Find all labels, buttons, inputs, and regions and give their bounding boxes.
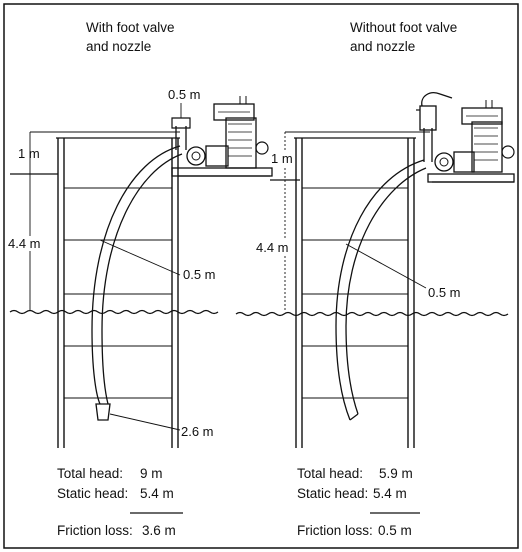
left-valve-pointer xyxy=(109,413,181,431)
left-pump-coupling xyxy=(205,145,229,167)
right-engine-tank xyxy=(461,107,503,125)
right-engine-fins xyxy=(474,127,498,161)
right-title-line2: and nozzle xyxy=(350,39,416,54)
left-well-diagram xyxy=(9,96,273,448)
left-pump-base xyxy=(171,167,273,177)
left-engine-flywheel xyxy=(255,141,269,155)
left-label-pipe: 0.5 m xyxy=(183,267,216,282)
right-label-pipe: 0.5 m xyxy=(428,285,461,300)
right-total-head-label: Total head: xyxy=(297,466,364,481)
left-static-head-value: 5.4 m xyxy=(140,486,174,501)
right-pipe-pointer xyxy=(345,243,427,289)
left-friction-loss-value: 3.6 m xyxy=(142,523,176,538)
right-title-line1: Without foot valve xyxy=(350,20,458,35)
right-engine-flywheel xyxy=(501,145,515,159)
right-total-head-value: 5.9 m xyxy=(379,466,413,481)
left-pump-casing xyxy=(186,146,206,166)
left-water-surface xyxy=(9,309,219,315)
left-label-top: 0.5 m xyxy=(168,87,201,102)
left-title-line2: and nozzle xyxy=(86,39,152,54)
right-hand-pump-body xyxy=(419,105,437,131)
left-foot-valve xyxy=(95,403,111,421)
left-label-depth: 4.4 m xyxy=(8,236,41,251)
right-well-diagram xyxy=(235,92,515,448)
left-label-valve: 2.6 m xyxy=(181,424,214,439)
left-riser-cap xyxy=(171,117,191,129)
right-engine-exhaust xyxy=(485,100,493,108)
left-label-1m: 1 m xyxy=(18,146,40,161)
right-label-depth: 4.4 m xyxy=(256,240,289,255)
left-hose-inner xyxy=(101,153,183,405)
right-hose-inner xyxy=(345,167,427,415)
right-friction-loss-value: 0.5 m xyxy=(378,523,412,538)
right-pump-base xyxy=(427,173,515,183)
right-hand-pump-handle xyxy=(421,92,453,107)
left-engine-block xyxy=(225,117,257,169)
right-hose-outer xyxy=(335,159,425,421)
left-engine-fins xyxy=(228,123,252,157)
right-label-1m: 1 m xyxy=(271,151,293,166)
right-pump-coupling xyxy=(453,151,475,173)
right-pump-casing xyxy=(434,152,454,172)
right-riser-pipe xyxy=(423,128,433,162)
right-hose-end xyxy=(349,413,359,421)
left-engine-exhaust xyxy=(239,96,247,104)
left-summary: Total head: 9 m Static head: 5.4 m Frict… xyxy=(57,464,237,544)
right-water-surface xyxy=(235,311,509,317)
left-panel-title: With foot valve and nozzle xyxy=(86,18,175,56)
left-total-head-value: 9 m xyxy=(140,466,163,481)
left-pipe-pointer xyxy=(99,239,181,276)
right-pump-hub xyxy=(439,157,449,167)
right-static-head-value: 5.4 m xyxy=(373,486,407,501)
right-friction-loss-label: Friction loss: xyxy=(297,523,373,538)
right-summary: Total head: 5.9 m Static head: 5.4 m Fri… xyxy=(297,464,497,544)
left-engine-tank xyxy=(213,103,255,121)
left-pump-hub xyxy=(191,151,201,161)
left-hose-outer xyxy=(91,145,181,405)
left-friction-loss-label: Friction loss: xyxy=(57,523,133,538)
figure-border xyxy=(3,3,519,549)
left-static-head-label: Static head: xyxy=(57,486,129,501)
left-riser-pipe xyxy=(175,126,187,150)
right-panel-title: Without foot valve and nozzle xyxy=(350,18,457,56)
left-total-head-label: Total head: xyxy=(57,466,124,481)
right-static-head-label: Static head: xyxy=(297,486,369,501)
right-engine-block xyxy=(471,121,503,173)
left-title-line1: With foot valve xyxy=(86,20,175,35)
